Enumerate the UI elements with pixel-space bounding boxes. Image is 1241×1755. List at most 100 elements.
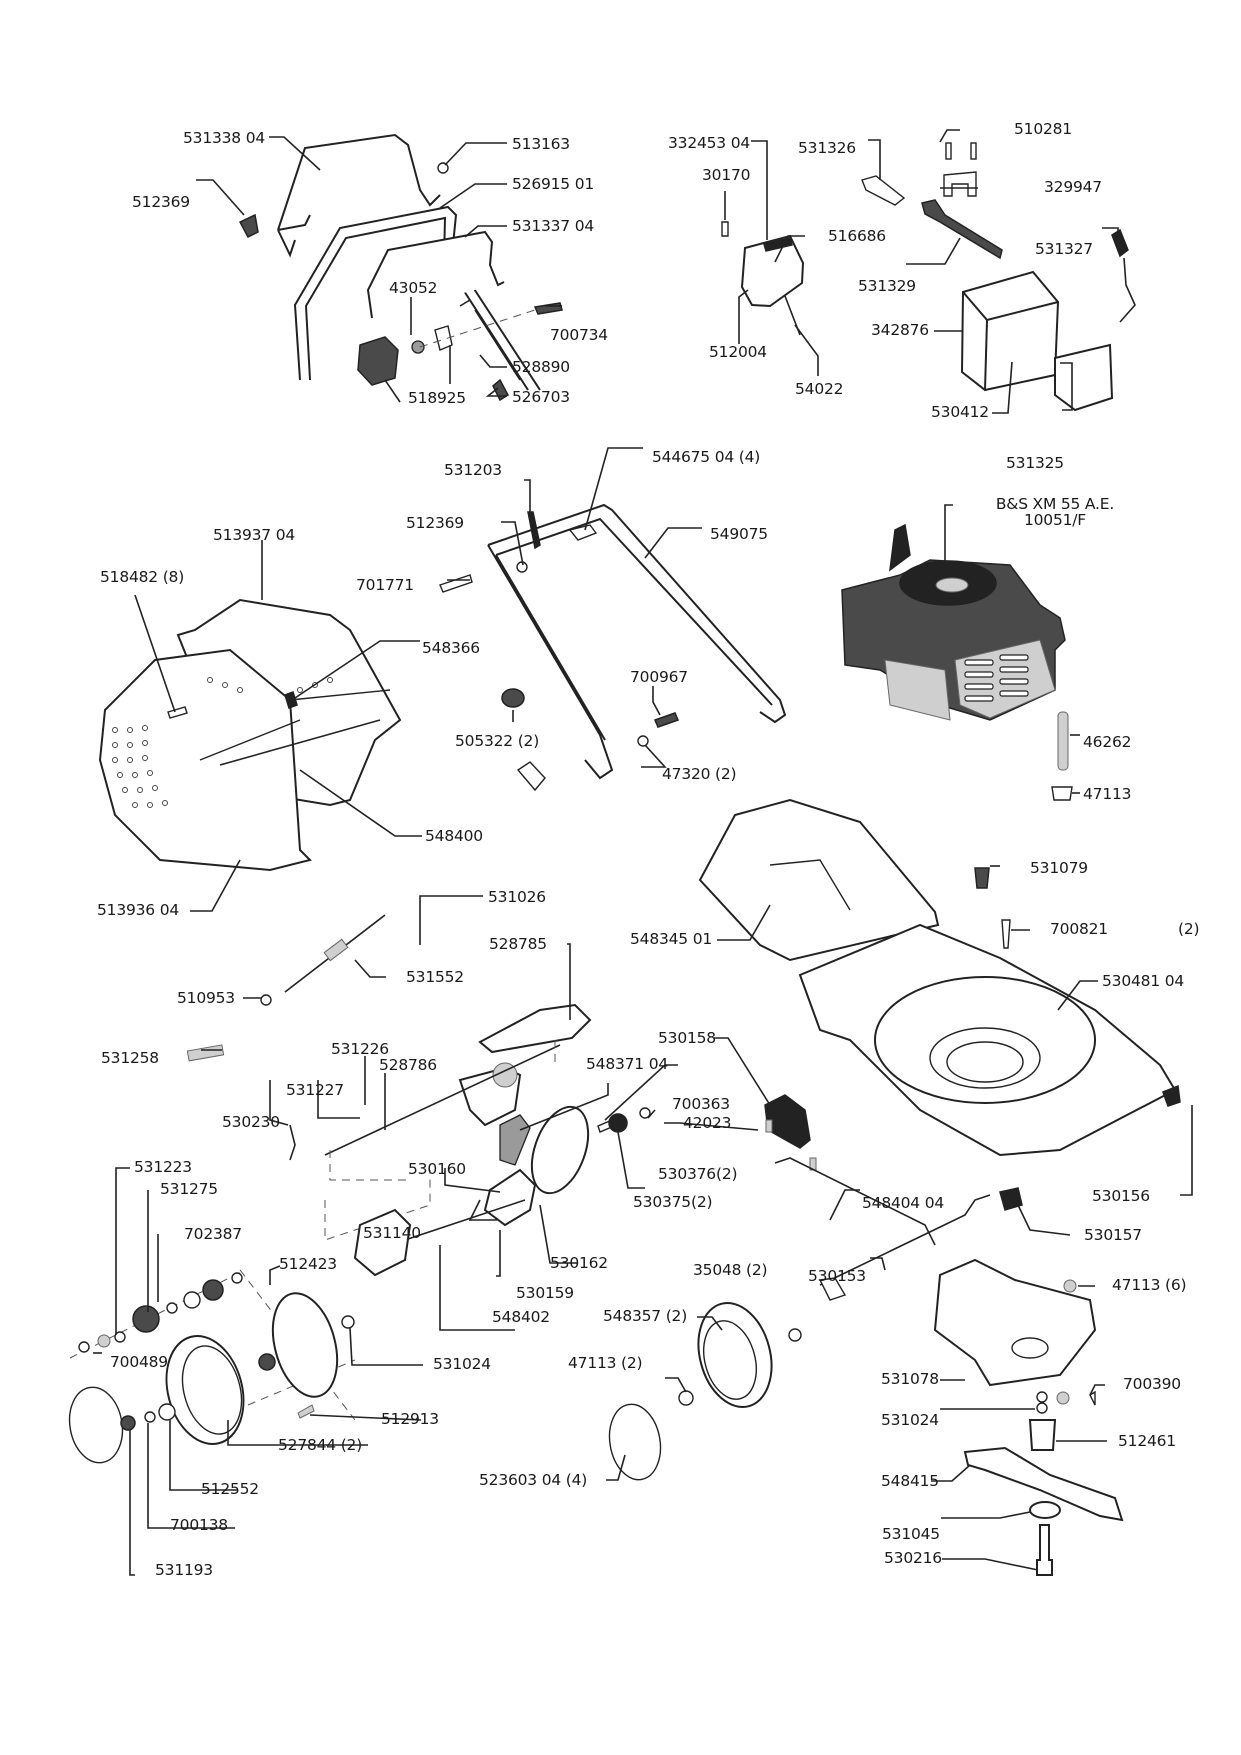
- washer-530376: [639, 1107, 651, 1119]
- clip-530157: [999, 1187, 1023, 1211]
- label-35048: 35048 (2): [693, 1261, 768, 1279]
- label-548366: 548366: [422, 639, 480, 657]
- label-43052: 43052: [389, 279, 438, 297]
- label-47320: 47320 (2): [662, 765, 737, 783]
- label-700821-qty: (2): [1178, 920, 1200, 938]
- gear-531275: [132, 1305, 160, 1333]
- hub-cap-rear: [68, 1386, 124, 1464]
- screw-700734: [533, 302, 563, 315]
- label-47113-engine: 47113: [1083, 785, 1132, 803]
- washer-513163: [437, 162, 449, 174]
- label-531079: 531079: [1030, 859, 1088, 877]
- label-526915-01: 526915 01: [512, 175, 595, 193]
- label-531078: 531078: [881, 1370, 939, 1388]
- screw-42023: [765, 1119, 773, 1133]
- label-512423: 512423: [279, 1255, 337, 1273]
- label-549075: 549075: [710, 525, 768, 543]
- screw-518482: [167, 706, 188, 719]
- controls-group: [721, 142, 1136, 412]
- label-530375: 530375(2): [633, 1193, 713, 1211]
- label-531275: 531275: [160, 1180, 218, 1198]
- label-513163: 513163: [512, 135, 570, 153]
- label-530412: 530412: [931, 403, 989, 421]
- nut-47113: [1051, 786, 1073, 801]
- bushing-530375: [608, 1113, 628, 1133]
- label-531325: 531325: [1006, 454, 1064, 472]
- leader-lines: [93, 129, 1193, 1576]
- label-548404-04: 548404 04: [862, 1194, 945, 1212]
- throttle-control: [357, 336, 399, 386]
- label-700821: 700821: [1050, 920, 1108, 938]
- knob-544675: [568, 524, 598, 541]
- label-531024-axle: 531024: [433, 1355, 491, 1373]
- label-512004: 512004: [709, 343, 767, 361]
- spring-530230: [289, 1124, 296, 1161]
- label-531329: 531329: [858, 277, 916, 295]
- spring-46262: [1057, 711, 1069, 771]
- label-505322: 505322 (2): [455, 732, 540, 750]
- label-531326: 531326: [798, 139, 856, 157]
- bushing-531079: [974, 867, 990, 889]
- cable-clip-526703: [492, 378, 509, 402]
- nut-47113-six: [1063, 1279, 1077, 1293]
- clip-548366: [284, 691, 298, 709]
- label-512552: 512552: [201, 1480, 259, 1498]
- bracket-530162: [483, 1168, 537, 1227]
- cable-528890: [459, 299, 521, 381]
- label-516686: 516686: [828, 227, 886, 245]
- label-530230: 530230: [222, 1113, 280, 1131]
- label-700390: 700390: [1123, 1375, 1181, 1393]
- nut-47113-front: [678, 1390, 694, 1406]
- label-531024-blade: 531024: [881, 1411, 939, 1429]
- label-531552: 531552: [406, 968, 464, 986]
- bail-lever-531338: [277, 133, 441, 258]
- label-342876: 342876: [871, 321, 929, 339]
- front-wheel-group: [608, 1302, 802, 1481]
- label-513936-04: 513936 04: [97, 901, 180, 919]
- label-700363: 700363: [672, 1095, 730, 1113]
- label-701771: 701771: [356, 576, 414, 594]
- label-510281: 510281: [1014, 120, 1072, 138]
- label-528785: 528785: [489, 935, 547, 953]
- wheel-cover-512423: [271, 1292, 339, 1398]
- hub-cap-523603: [608, 1403, 662, 1481]
- grass-bag-group: [98, 598, 402, 872]
- key-700390: [1089, 1390, 1096, 1406]
- label-531223: 531223: [134, 1158, 192, 1176]
- label-531337-04: 531337 04: [512, 217, 595, 235]
- label-700967: 700967: [630, 668, 688, 686]
- label-512913: 512913: [381, 1410, 439, 1428]
- spring-531552: [323, 938, 349, 962]
- label-528890: 528890: [512, 358, 570, 376]
- lower-handle-549075: [487, 503, 787, 780]
- label-512369-top: 512369: [132, 193, 190, 211]
- screw-30170: [721, 221, 729, 237]
- engine-group: [841, 523, 1073, 801]
- label-531203: 531203: [444, 461, 502, 479]
- label-530216: 530216: [884, 1549, 942, 1567]
- battery-342876: [960, 270, 1060, 392]
- label-54022: 54022: [795, 380, 844, 398]
- screw-510281-a: [945, 142, 952, 160]
- engine-code: 10051/F: [1023, 510, 1087, 529]
- washer-531024-blade: [1036, 1391, 1048, 1403]
- label-548357: 548357 (2): [603, 1307, 688, 1325]
- nut-531193: [120, 1415, 136, 1431]
- spring-531258: [186, 1044, 225, 1062]
- label-528786: 528786: [379, 1056, 437, 1074]
- clip-512369: [238, 213, 259, 238]
- washer-531045: [1029, 1501, 1061, 1519]
- height-rod-548404: [774, 1157, 936, 1246]
- label-531193: 531193: [155, 1561, 213, 1579]
- bolt-700967: [653, 712, 680, 728]
- label-531045: 531045: [882, 1525, 940, 1543]
- bolt-701771: [439, 574, 473, 593]
- key-switch-531326: [861, 175, 906, 206]
- label-548402: 548402: [492, 1308, 550, 1326]
- axle-rod-530153: [819, 1194, 991, 1286]
- lower-handle-group: [439, 503, 787, 792]
- deck-group: [698, 798, 1181, 1211]
- cable-sleeve-531329: [921, 199, 1003, 260]
- label-531226: 531226: [331, 1040, 389, 1058]
